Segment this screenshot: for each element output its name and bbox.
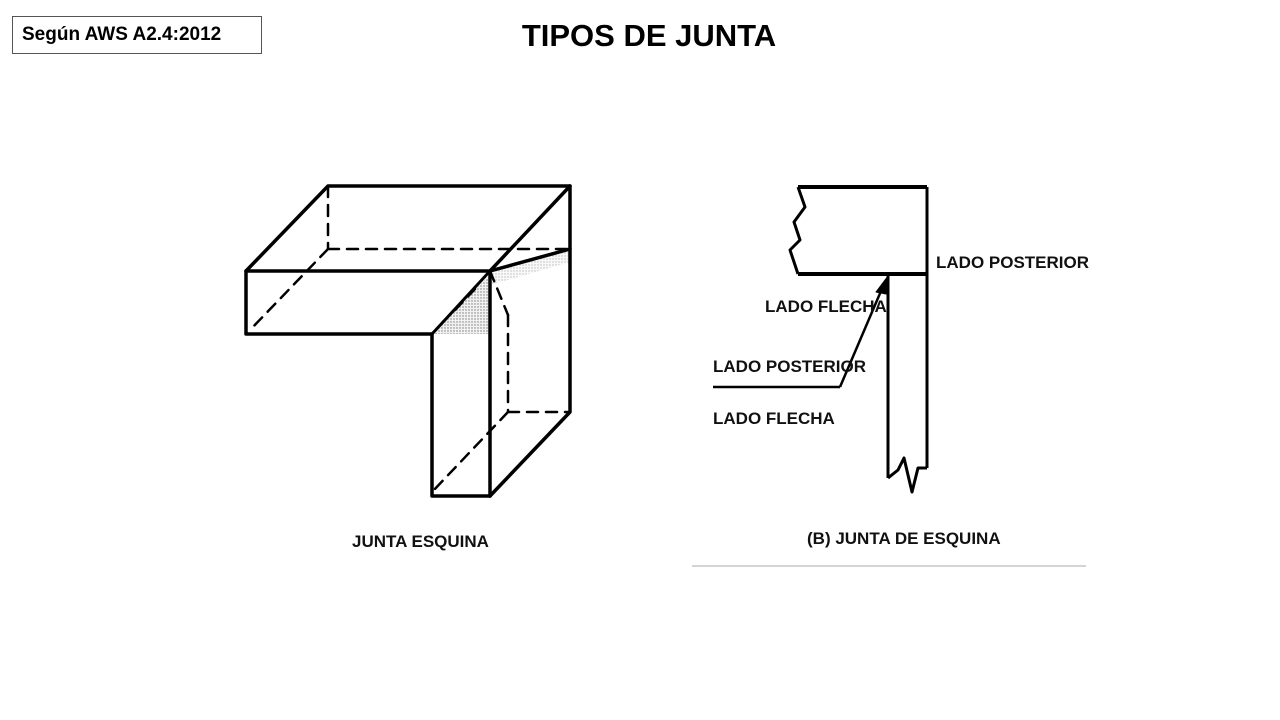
corner-joint-side-shade (490, 249, 570, 285)
break-line-top (788, 186, 807, 275)
horizontal-plate-front (244, 269, 434, 336)
vertical-plate-side (488, 247, 572, 498)
horizontal-plate-top (244, 184, 572, 273)
page-title: TIPOS DE JUNTA (521, 18, 777, 53)
vertical-plate-front (430, 332, 492, 498)
label-lado-flecha-bottom: LADO FLECHA (713, 409, 835, 428)
arrow-head (875, 275, 889, 295)
hidden-edges (248, 184, 572, 494)
label-lado-flecha-top: LADO FLECHA (765, 297, 887, 316)
label-lado-posterior-top: LADO POSTERIOR (936, 253, 1089, 272)
left-figure-caption: JUNTA ESQUINA (352, 532, 489, 551)
standard-reference-box: Según AWS A2.4:2012 (12, 16, 262, 54)
corner-joint-section (692, 185, 1086, 567)
label-lado-posterior-arrow: LADO POSTERIOR (713, 357, 866, 376)
break-line-bottom (887, 456, 927, 494)
corner-joint-isometric (244, 184, 572, 498)
right-figure-caption: (B) JUNTA DE ESQUINA (807, 529, 1001, 548)
